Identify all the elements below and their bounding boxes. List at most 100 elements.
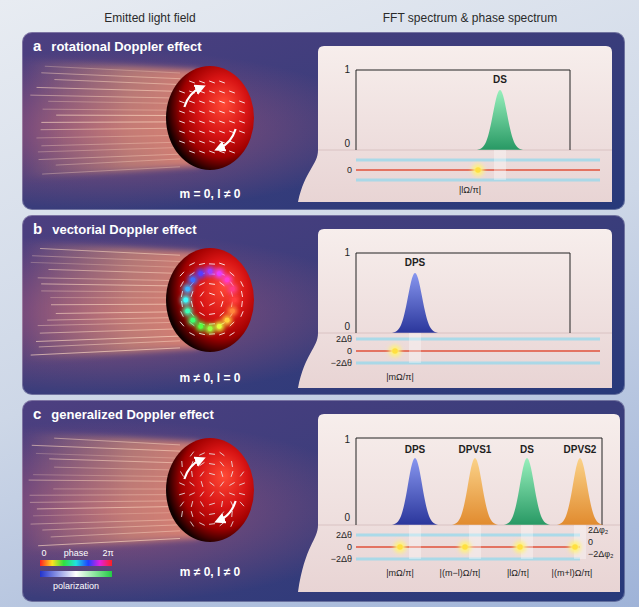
phase-dot: [208, 326, 213, 331]
mode-label: m ≠ 0, l = 0: [180, 372, 241, 384]
phase-glow: [183, 284, 193, 294]
phase-tick: 0: [588, 538, 593, 547]
frequency-label: |lΩ/π|: [507, 569, 529, 578]
beam-streak: [37, 506, 180, 508]
beam-streak: [32, 445, 180, 451]
polarization-dash: [229, 91, 235, 93]
peak-label: DPS: [405, 258, 426, 268]
panel-background: [22, 32, 625, 210]
axis-frame: [356, 70, 570, 150]
beam-streak: [49, 459, 180, 463]
polarization-dash: [201, 301, 204, 306]
beam-streak: [47, 317, 180, 320]
polarization-dash: [219, 263, 225, 265]
spectrum-sheet: [298, 414, 620, 592]
phase-dot: [190, 318, 195, 323]
polarization-dash: [229, 111, 235, 113]
polarization-dash: [241, 311, 243, 316]
phase-colorbar: [40, 560, 112, 566]
phase-glow: [389, 345, 401, 357]
polarization-dash: [209, 473, 215, 474]
polarization-dash: [209, 513, 215, 515]
polarization-dash: [210, 482, 215, 486]
beam-streak: [42, 167, 180, 174]
frequency-label: |(m+l)Ω/π|: [552, 569, 593, 578]
phase-point: [392, 348, 398, 354]
polarization-dash: [181, 461, 182, 467]
sheet-fold: [318, 150, 612, 151]
beam-streak: [33, 475, 180, 477]
panel-letter: b: [33, 221, 42, 238]
beam-streak: [33, 512, 180, 515]
polarization-dash: [199, 453, 204, 456]
polarization-dash: [190, 482, 195, 486]
polarization-dash: [221, 291, 224, 296]
polarization-dash: [240, 472, 244, 477]
phase-glow: [214, 269, 224, 279]
emitter-sphere: [166, 438, 254, 542]
polarization-dash: [200, 462, 205, 465]
beam-streak: [41, 291, 180, 292]
phase-bound-line: [356, 362, 600, 365]
spectrum-peak: [391, 458, 439, 525]
phase-glow: [394, 541, 406, 553]
phase-glow: [205, 266, 215, 276]
legend-tick: 0: [41, 549, 46, 558]
beam-streak: [31, 262, 180, 267]
beam-streak: [39, 341, 180, 347]
polarization-dash: [191, 511, 193, 517]
phase-glow: [459, 541, 471, 553]
phase-glow: [514, 541, 526, 553]
axis-frame: [356, 438, 602, 525]
polarization-dash: [219, 141, 225, 143]
polarization-dash: [191, 471, 193, 477]
polarization-dash: [209, 283, 215, 285]
polarization-dash: [179, 91, 185, 93]
polarization-dash: [209, 303, 214, 306]
legend-text: phase: [64, 549, 89, 558]
polarization-dash: [239, 101, 245, 103]
phase-bound-line: [356, 179, 600, 182]
phase-tick: 0: [347, 347, 352, 356]
phase-glow: [214, 321, 224, 331]
beam-streak: [38, 147, 180, 151]
panel-title: rotational Doppler effect: [51, 40, 201, 54]
beam-streak: [43, 109, 180, 110]
polarization-dash: [199, 101, 205, 103]
polarization-dash: [209, 151, 215, 153]
peak-label: DS: [493, 75, 507, 85]
spectrum-peak: [391, 273, 439, 333]
beam-streak: [30, 95, 180, 98]
phase-dot: [198, 271, 203, 276]
phase-point: [475, 167, 481, 173]
beam-streak: [42, 525, 180, 530]
phase-point: [517, 544, 523, 550]
polarization-dash: [220, 452, 225, 456]
polarization-dash: [220, 512, 224, 517]
rotation-arrow: [184, 460, 200, 479]
beam-streak: [37, 87, 180, 91]
axis-tick: 0: [344, 139, 350, 149]
polarization-dash: [209, 91, 215, 93]
polarization-dash: [219, 81, 225, 83]
phase-dot: [230, 287, 235, 292]
polarization-dash: [199, 313, 204, 316]
phase-tick: 2Δφ₂: [588, 526, 608, 535]
polarization-dash: [209, 141, 215, 143]
polarization-dash: [209, 523, 215, 525]
rotation-arrow: [219, 501, 235, 520]
polarization-dash: [209, 81, 215, 83]
polarization-dash: [229, 101, 235, 103]
polarization-dash: [219, 121, 225, 123]
spectrum-peak: [556, 458, 604, 525]
phase-dot: [217, 324, 222, 329]
polarization-dash: [199, 81, 205, 83]
polarization-dash: [240, 502, 244, 506]
beam-streak: [36, 135, 180, 138]
polarization-dash: [189, 81, 195, 83]
polarization-dash: [199, 91, 205, 93]
spectrum-peak: [503, 458, 551, 525]
beam-streak: [40, 248, 180, 255]
